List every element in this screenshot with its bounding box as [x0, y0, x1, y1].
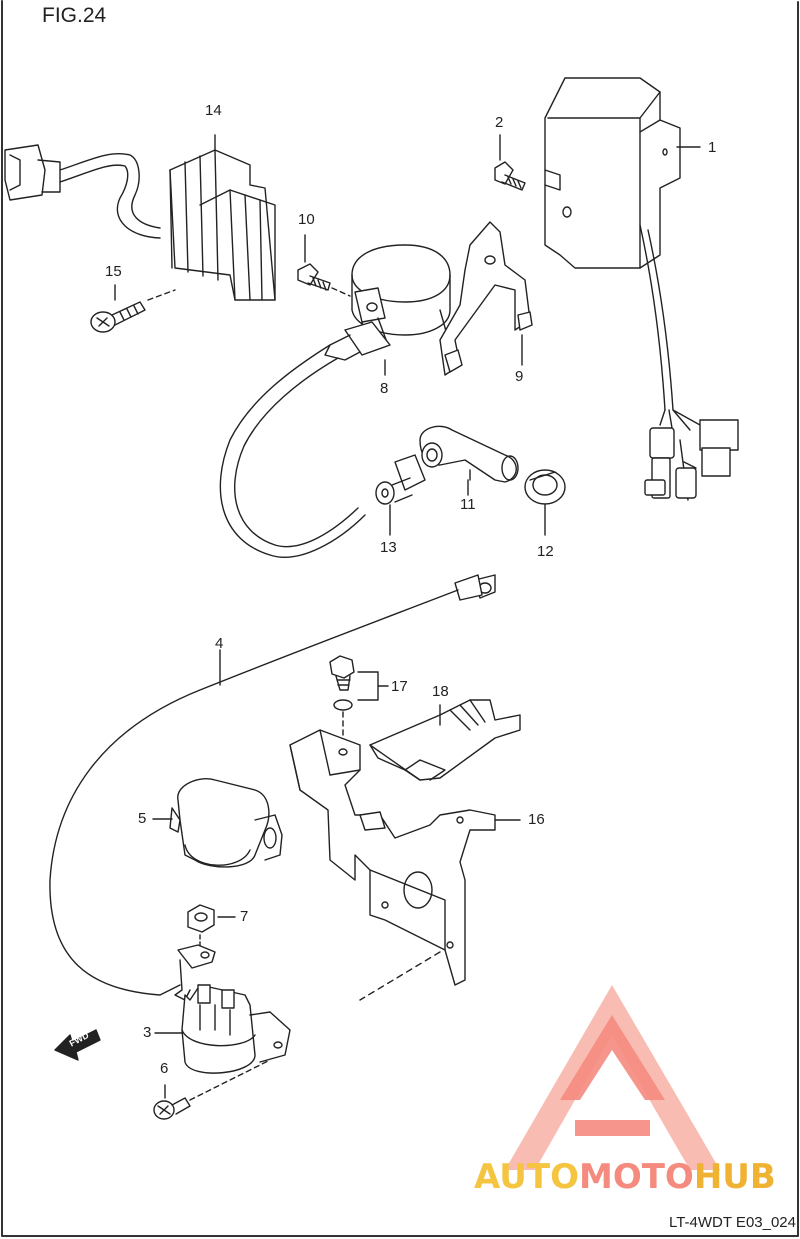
part-label-15: 15 [105, 263, 122, 280]
part-7-nut [187, 904, 236, 951]
part-4-lead-wire [49, 574, 496, 996]
part-18-clip [369, 699, 521, 781]
part-label-13: 13 [380, 539, 397, 556]
part-17-bolt-washer [329, 655, 389, 741]
part-label-10: 10 [298, 211, 315, 228]
figure-title: FIG.24 [42, 4, 107, 27]
part-label-12: 12 [537, 543, 554, 560]
part-label-11: 11 [460, 496, 476, 513]
part-label-1: 1 [708, 139, 717, 156]
watermark-auto: AUTO [474, 1157, 579, 1197]
watermark-moto: MOTO [578, 1157, 694, 1197]
part-6-screw [153, 1059, 271, 1120]
part-8-ignition-coil [219, 244, 451, 558]
part-5-cover [152, 778, 283, 868]
part-9-bracket [439, 221, 533, 376]
part-15-screw [90, 284, 176, 333]
part-label-4: 4 [215, 635, 224, 652]
part-label-14: 14 [205, 102, 222, 119]
part-11-plug-cap [419, 425, 519, 496]
part-label-3: 3 [143, 1024, 152, 1041]
part-label-9: 9 [515, 368, 524, 385]
part-label-5: 5 [138, 810, 147, 827]
part-3-starter-relay [154, 944, 291, 1074]
watermark-hub: HUB [693, 1157, 776, 1197]
watermark-text: AUTOMOTOHUB [474, 1157, 776, 1197]
part-10-bolt [297, 234, 351, 297]
part-label-2: 2 [495, 114, 504, 131]
fwd-arrow-icon [54, 1029, 101, 1061]
part-label-8: 8 [380, 380, 389, 397]
part-label-18: 18 [432, 683, 449, 700]
part-label-16: 16 [528, 811, 545, 828]
part-14-regulator [4, 134, 276, 301]
part-12-ring [524, 469, 566, 536]
part-label-17: 17 [391, 678, 408, 695]
part-1-cdi-unit [544, 77, 739, 501]
part-2-bolt [494, 134, 526, 191]
watermark-logo [505, 985, 720, 1170]
reference-code: LT-4WDT E03_024 [668, 1214, 796, 1231]
part-13-cap [375, 454, 426, 536]
part-16-bracket [289, 729, 521, 1001]
part-label-7: 7 [240, 908, 249, 925]
part-label-6: 6 [160, 1060, 169, 1077]
